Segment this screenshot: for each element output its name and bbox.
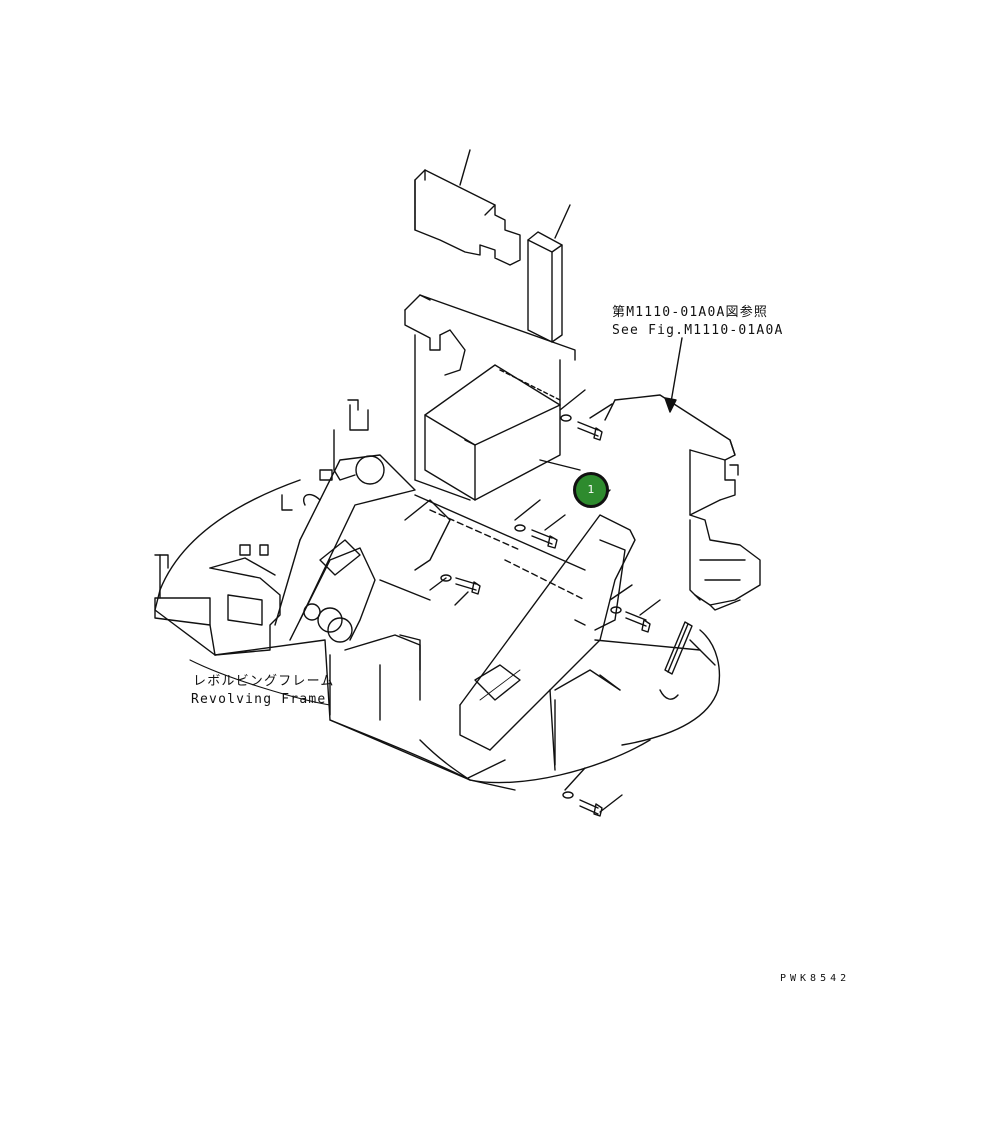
drawing-number: PWK8542 [780, 973, 851, 984]
bolt-set-middle [514, 499, 566, 549]
bolt-set-bottom [562, 767, 623, 817]
right-rear-frame [604, 394, 761, 611]
bolt-set-right [609, 584, 661, 633]
side-cover-plate [527, 204, 571, 343]
reference-note-japanese: 第M1110-01A0A図参照 [612, 305, 769, 320]
frame-label-japanese: レボルビングフレーム [193, 674, 335, 689]
boom-foot-bracket [274, 454, 416, 643]
reference-arrow [664, 337, 683, 413]
frame-label-english: Revolving Frame [191, 692, 327, 707]
part-callout-1[interactable]: 1 [573, 472, 609, 508]
floor-plate-lines [329, 494, 586, 721]
bolt-set-left [429, 574, 481, 606]
revolving-frame-outline [154, 479, 721, 791]
left-side-brackets [239, 399, 369, 556]
bolt-set-upper [559, 389, 613, 441]
leader-lines [467, 459, 701, 779]
rubber-strip [659, 621, 716, 700]
center-platform [404, 294, 576, 501]
reference-note-english: See Fig.M1110-01A0A [612, 323, 784, 338]
left-rear-bracket [154, 554, 281, 656]
top-cover-plate [414, 149, 521, 266]
